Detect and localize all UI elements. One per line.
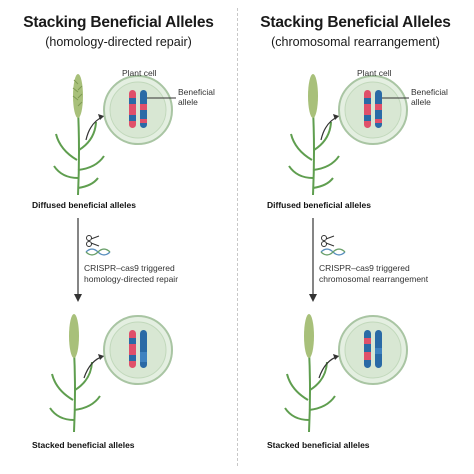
plant-icon <box>49 314 101 433</box>
scissors-icon <box>321 235 335 247</box>
bottom-stage-label: Stacked beneficial alleles <box>32 440 135 450</box>
top-stage-label: Diffused beneficial alleles <box>32 200 136 210</box>
plant-cell-label: Plant cell <box>357 68 392 78</box>
panel-title: Stacking Beneficial Alleles <box>23 14 214 31</box>
panel-subtitle: (chromosomal rearrangement) <box>271 35 440 49</box>
chromosome-icon <box>129 90 147 128</box>
left-illustration <box>49 74 176 433</box>
arrow-icon <box>318 355 340 379</box>
cell-icon <box>338 315 408 385</box>
beneficial-allele-label: Beneficial allele <box>178 87 215 107</box>
chromosome-icon <box>364 330 382 368</box>
arrow-icon <box>83 355 105 379</box>
panel-title: Stacking Beneficial Alleles <box>260 14 451 31</box>
plant-icon <box>288 74 340 196</box>
cell-icon <box>103 75 173 145</box>
plant-cell-label: Plant cell <box>122 68 157 78</box>
beneficial-allele-label: Beneficial allele <box>411 87 448 107</box>
process-label: CRISPR–cas9 triggered chromosomal rearra… <box>319 263 429 284</box>
process-label: CRISPR–cas9 triggered homology-directed … <box>84 263 179 284</box>
cell-icon <box>338 75 408 145</box>
scissors-icon <box>86 235 100 247</box>
top-stage-label: Diffused beneficial alleles <box>267 200 371 210</box>
panel-subtitle: (homology-directed repair) <box>45 35 192 49</box>
panel-homology-directed-repair: Stacking Beneficial Alleles (homology-di… <box>23 14 215 450</box>
panel-divider <box>237 8 238 466</box>
bottom-stage-label: Stacked beneficial alleles <box>267 440 370 450</box>
plant-icon <box>53 74 105 196</box>
dna-icon <box>85 248 111 256</box>
chromosome-icon <box>129 330 147 368</box>
cell-icon <box>103 315 173 385</box>
chromosome-icon <box>364 90 382 128</box>
dna-icon <box>320 248 346 256</box>
right-illustration <box>284 74 409 433</box>
plant-icon <box>284 314 336 433</box>
panel-chromosomal-rearrangement: Stacking Beneficial Alleles (chromosomal… <box>237 0 474 474</box>
